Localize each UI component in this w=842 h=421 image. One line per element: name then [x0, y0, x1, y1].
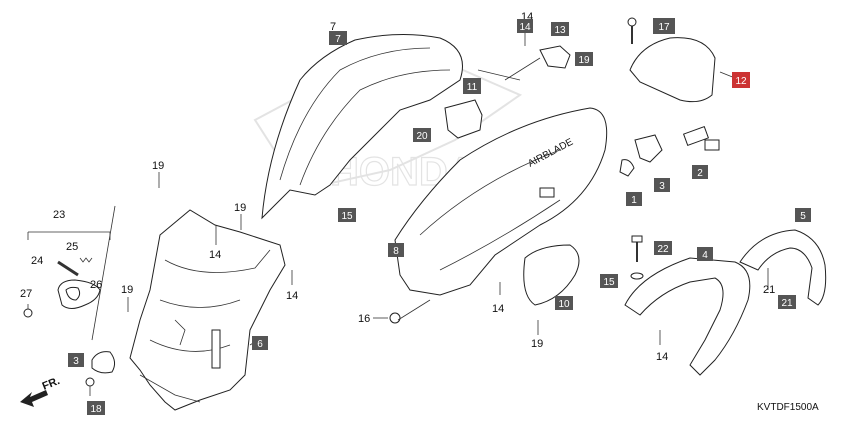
- part-10-lid: [523, 244, 580, 306]
- label-7: 7: [330, 21, 336, 33]
- part-5-rear-bracket: [739, 229, 827, 306]
- box-label-7: 7: [335, 34, 341, 45]
- part-16-screw: [389, 312, 401, 324]
- label-19-left: 19: [152, 160, 164, 172]
- part-2-key-cylinder: [682, 125, 720, 151]
- part-17-bolt: [627, 17, 637, 44]
- boxed-labels: 7 14 13 19 11 20 15 8 6 10 17 12 1 3 2 2…: [68, 18, 811, 415]
- box-label-8: 8: [393, 246, 399, 257]
- part-27-screw: [23, 304, 33, 318]
- label-19-lower: 19: [121, 284, 133, 296]
- box-label-17: 17: [658, 22, 670, 33]
- part-12-cover: [629, 37, 716, 103]
- label-19-mid: 19: [234, 202, 246, 214]
- box-label-22: 22: [657, 244, 669, 255]
- box-label-20: 20: [416, 131, 428, 142]
- box-label-4: 4: [702, 250, 708, 261]
- box-label-21: 21: [781, 298, 793, 309]
- box-label-12: 12: [735, 76, 747, 87]
- box-label-5: 5: [800, 211, 806, 222]
- assembly-23-bracket: [27, 205, 116, 341]
- part-8-body-cover: AIRBLADE: [394, 107, 608, 296]
- box-label-18: 18: [90, 404, 102, 415]
- label-14-right: 14: [286, 290, 298, 302]
- label-25: 25: [66, 241, 78, 253]
- box-label-10: 10: [558, 299, 570, 310]
- box-label-1: 1: [631, 195, 637, 206]
- part-3-lock-body: [619, 134, 663, 177]
- part-7-rear-rail: [261, 33, 463, 220]
- label-14-rail: 14: [656, 351, 668, 363]
- part-latch-assembly: [57, 279, 101, 309]
- part-11-bracket: [444, 99, 483, 139]
- diagram-code: KVTDF1500A: [757, 402, 819, 413]
- part-15-collar: [630, 272, 644, 280]
- part-22-bolt: [631, 235, 643, 262]
- box-label-13: 13: [554, 25, 566, 36]
- part-13-bracket: [539, 45, 571, 69]
- label-27: 27: [20, 288, 32, 300]
- part-18-screw: [85, 377, 95, 396]
- part-4-grab-rail: [624, 257, 751, 376]
- label-26: 26: [90, 279, 102, 291]
- box-label-14: 14: [519, 22, 531, 33]
- box-label-2: 2: [697, 168, 703, 179]
- box-label-3-lower: 3: [73, 356, 79, 367]
- box-label-15: 15: [341, 211, 353, 222]
- label-23: 23: [53, 209, 65, 221]
- front-direction-label: FR.: [41, 375, 62, 393]
- label-19-body: 19: [531, 338, 543, 350]
- box-label-15b: 15: [603, 277, 615, 288]
- part-24-pin: [57, 260, 79, 277]
- label-14-body: 14: [492, 303, 504, 315]
- label-21: 21: [763, 284, 775, 296]
- part-6-inner-cover: [129, 209, 286, 411]
- label-16: 16: [358, 313, 370, 325]
- part-25-spring: [79, 257, 93, 263]
- box-label-11: 11: [467, 82, 478, 93]
- box-label-19: 19: [578, 55, 590, 66]
- box-label-6: 6: [257, 339, 263, 350]
- label-14-mid: 14: [209, 249, 221, 261]
- front-arrow-icon: [20, 390, 48, 407]
- leader-lines: [127, 20, 769, 346]
- part-3-clip-lower: [91, 351, 116, 374]
- label-24: 24: [31, 255, 43, 267]
- box-label-3: 3: [659, 181, 665, 192]
